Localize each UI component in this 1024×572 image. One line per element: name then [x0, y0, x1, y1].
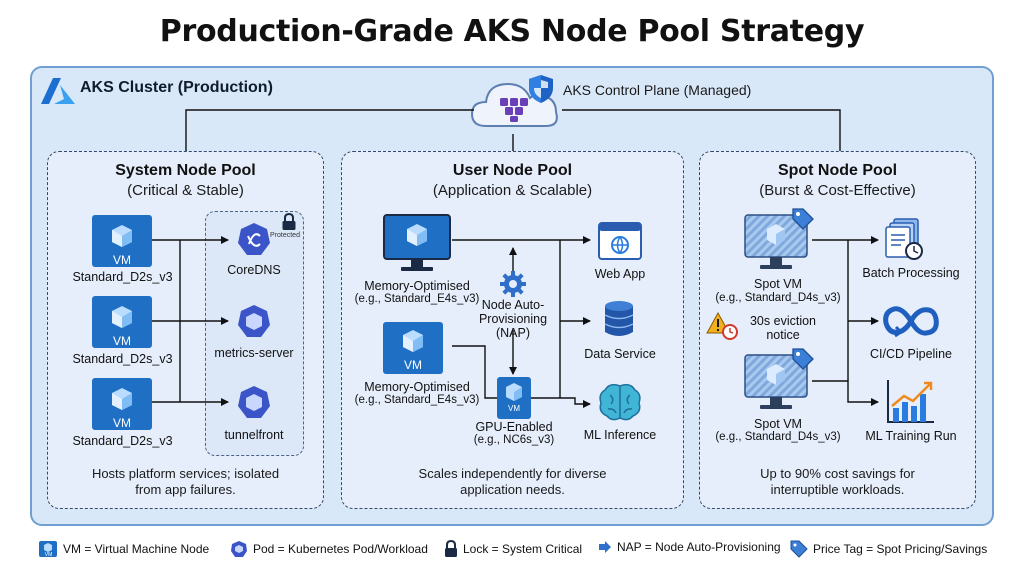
user-pool-subtitle: (Application & Scalable) [432, 182, 593, 199]
legend-nap-text: NAP = Node Auto-Provisioning [617, 540, 781, 554]
vm-icon-text: VM [404, 358, 422, 372]
legend-pod-text: Pod = Kubernetes Pod/Workload [253, 542, 428, 556]
service-web-app: Web App [594, 267, 646, 281]
vm-icon [39, 541, 57, 557]
spot-vm2-name: Spot VM [754, 417, 802, 431]
spot-vm-icon [744, 354, 808, 409]
database-icon [604, 301, 634, 336]
eviction-notice-2: notice [766, 328, 800, 342]
legend-vm-text: VM = Virtual Machine Node [63, 542, 210, 556]
legend-nap: NAP = Node Auto-Provisioning [598, 540, 781, 554]
spot-pool-footer-line2: interruptible workloads. [770, 482, 905, 497]
azure-logo-icon [41, 78, 75, 104]
workload-ml-training-run: ML Training Run [865, 429, 957, 443]
pod-icon [231, 541, 247, 557]
gpu-vm-sku: (e.g., NC6s_v3) [473, 434, 555, 446]
gpu-vm-type: GPU-Enabled [475, 420, 553, 434]
spot-vm1-name: Spot VM [754, 277, 802, 291]
price-tag-icon [792, 208, 814, 230]
vm-icon [92, 215, 152, 267]
gpu-vm-icon-text: VM [508, 404, 520, 413]
browser-window-icon [598, 222, 642, 260]
gpu-vm-icon [497, 377, 531, 419]
legend-vm: VM = Virtual Machine Node [38, 540, 209, 558]
eviction-notice-1: 30s eviction [749, 314, 816, 328]
user-vm1-sku: (e.g., Standard_E4s_v3) [354, 293, 480, 305]
shield-icon [529, 75, 553, 103]
gear-icon [500, 271, 526, 297]
lock-icon [282, 213, 296, 230]
spot-vm1-sku: (e.g., Standard_D4s_v3) [715, 292, 841, 304]
vm-label: Standard_D2s_v3 [72, 352, 173, 366]
legend-lock-text: Lock = System Critical [463, 542, 583, 556]
system-pool-footer-line1: Hosts platform services; isolated [91, 466, 280, 481]
cluster-label: AKS Cluster (Production) [80, 79, 273, 96]
user-vm1-type: Memory-Optimised [364, 279, 470, 293]
spot-pool-footer: Up to 90% cost savings for interruptible… [700, 466, 975, 498]
pod-label-tunnelfront: tunnelfront [224, 428, 284, 442]
spot-pool-title: Spot Node Pool [777, 162, 898, 179]
vm-icon-text: VM [113, 334, 131, 348]
service-ml-inference: ML Inference [583, 428, 657, 442]
vm-icon [92, 296, 152, 348]
pod-label-coredns: CoreDNS [227, 263, 281, 277]
system-pool-footer: Hosts platform services; isolated from a… [48, 466, 323, 498]
system-pool-footer-line2: from app failures. [135, 482, 236, 497]
legend-lock: Lock = System Critical [444, 540, 582, 558]
vm-label: Standard_D2s_v3 [72, 270, 173, 284]
nap-label-3: (NAP) [495, 326, 531, 340]
control-plane-label: AKS Control Plane (Managed) [563, 82, 752, 98]
page-title: Production-Grade AKS Node Pool Strategy [159, 14, 865, 49]
vm-icon-text: VM [113, 416, 131, 430]
bar-chart-trend-icon [887, 380, 934, 423]
legend-price-tag: Price Tag = Spot Pricing/Savings [790, 540, 987, 558]
vm-icon [383, 322, 443, 374]
price-tag-icon [790, 540, 808, 558]
vm-label: Standard_D2s_v3 [72, 434, 173, 448]
user-vm2-type: Memory-Optimised [364, 380, 470, 394]
service-data-service: Data Service [584, 347, 656, 361]
user-pool-footer: Scales independently for diverse applica… [342, 466, 683, 498]
warning-timer-icon [706, 312, 738, 340]
spot-vm-icon [744, 214, 808, 269]
pod-icon [238, 305, 270, 337]
spot-pool-subtitle: (Burst & Cost-Effective) [759, 182, 916, 199]
legend-vm-icon-text: VM [44, 552, 53, 558]
user-pool-title: User Node Pool [452, 162, 573, 179]
vm-icon [92, 378, 152, 430]
nap-label-2: Provisioning [478, 312, 548, 326]
pod-icon [238, 223, 270, 255]
workload-batch-processing: Batch Processing [862, 266, 960, 280]
brain-icon [599, 383, 641, 421]
cicd-pipeline-icon [883, 306, 939, 338]
user-vm2-sku: (e.g., Standard_E4s_v3) [354, 394, 480, 406]
nap-label-1: Node Auto- [481, 298, 545, 312]
batch-documents-icon [885, 218, 923, 260]
vm-icon-text: VM [113, 253, 131, 267]
user-pool-footer-line2: application needs. [460, 482, 565, 497]
system-pool-title: System Node Pool [115, 162, 256, 179]
legend-price-tag-text: Price Tag = Spot Pricing/Savings [813, 542, 988, 556]
system-pool-subtitle: (Critical & Stable) [127, 182, 244, 199]
user-pool-footer-line1: Scales independently for diverse [418, 466, 607, 481]
legend-pod: Pod = Kubernetes Pod/Workload [230, 540, 428, 558]
lock-icon [445, 540, 457, 557]
workload-cicd-pipeline: CI/CD Pipeline [870, 347, 952, 361]
protected-label: Protected [270, 232, 300, 239]
pod-label-metrics-server: metrics-server [214, 346, 294, 360]
price-tag-icon [792, 348, 814, 370]
pod-icon [238, 386, 270, 418]
control-plane-cloud-icon [470, 82, 558, 127]
arrow-right-icon [599, 541, 611, 553]
spot-vm2-sku: (e.g., Standard_D4s_v3) [715, 431, 841, 443]
spot-pool-footer-line1: Up to 90% cost savings for [760, 466, 915, 481]
monitor-vm-icon [383, 214, 451, 271]
